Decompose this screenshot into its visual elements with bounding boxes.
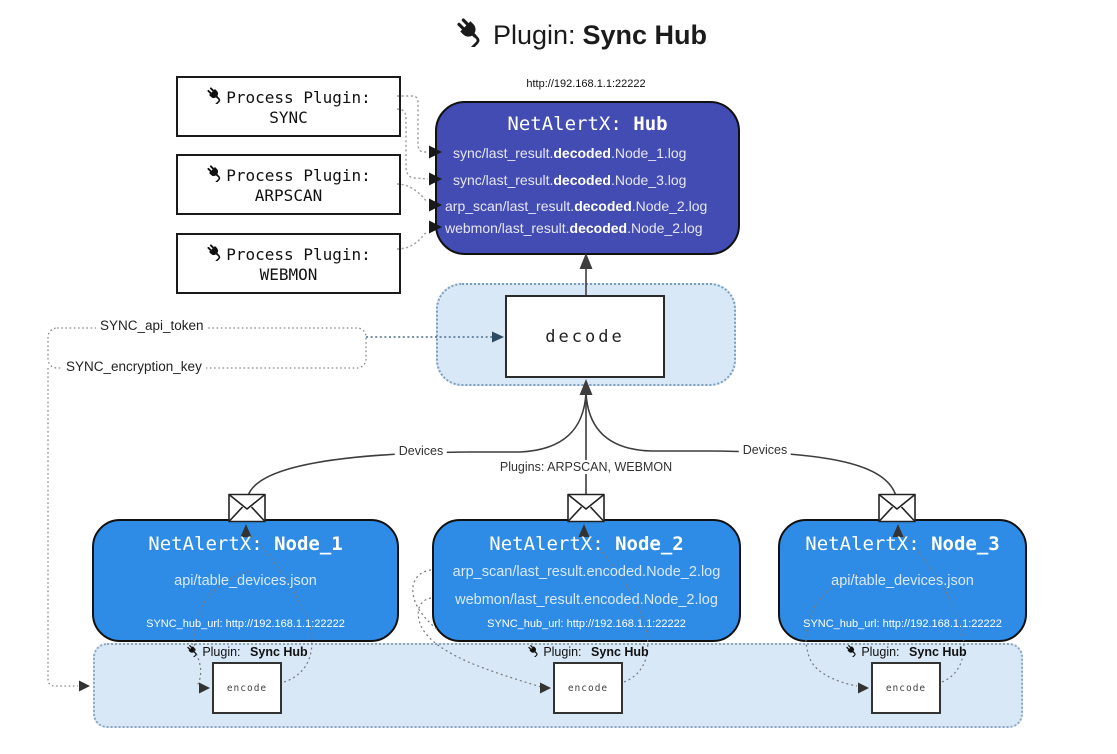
node-title: NetAlertX: Node_3 — [805, 533, 1000, 555]
plug-icon — [206, 243, 224, 265]
encode-box: encode — [871, 662, 941, 714]
node-2-box: NetAlertX: Node_2 arp_scan/last_result.e… — [432, 519, 741, 642]
envelope-icon — [228, 493, 266, 523]
process-plugin-name: ARPSCAN — [254, 186, 323, 205]
plugin-connectors — [396, 95, 429, 250]
encoder-plugin-label: Plugin: Sync Hub — [186, 644, 308, 660]
node-file: webmon/last_result.encoded.Node_2.log — [455, 592, 718, 608]
process-plugin-label: Process Plugin: — [226, 244, 371, 264]
process-plugin-box-webmon: Process Plugin: WEBMON — [176, 233, 401, 294]
plug-icon — [186, 644, 199, 660]
process-plugin-box-arpscan: Process Plugin: ARPSCAN — [176, 154, 401, 215]
node-3-box: NetAlertX: Node_3 api/table_devices.json… — [778, 519, 1027, 642]
edge-label-devices-left: Devices — [394, 444, 448, 458]
node-1-box: NetAlertX: Node_1 api/table_devices.json… — [92, 519, 399, 642]
hub-title: NetAlertX: Hub — [437, 113, 738, 135]
sync-api-token-label: SYNC_api_token — [96, 318, 208, 333]
node-file: arp_scan/last_result.encoded.Node_2.log — [452, 564, 721, 580]
sync-encryption-key-label: SYNC_encryption_key — [62, 359, 206, 374]
process-plugin-name: WEBMON — [259, 265, 318, 284]
hub-log-line: sync/last_result.decoded.Node_3.log — [453, 172, 687, 188]
node-hub-url: SYNC_hub_url: http://192.168.1.1:22222 — [146, 618, 345, 630]
encoder-plugin-label: Plugin: Sync Hub — [845, 644, 967, 660]
hub-title-name: Hub — [633, 113, 668, 135]
fan-connectors — [247, 392, 897, 497]
hub-box: NetAlertX: Hub sync/last_result.decoded.… — [435, 101, 740, 255]
envelope-icon — [878, 493, 916, 523]
node-title: NetAlertX: Node_2 — [489, 533, 684, 555]
envelope-icon — [567, 493, 605, 523]
plug-icon — [527, 644, 540, 660]
process-plugin-label: Process Plugin: — [226, 165, 371, 185]
plug-icon — [206, 86, 224, 108]
encoder-plugin-label: Plugin: Sync Hub — [527, 644, 649, 660]
decode-box: decode — [505, 295, 665, 378]
node-title: NetAlertX: Node_1 — [148, 533, 343, 555]
encode-box: encode — [212, 662, 282, 714]
node-hub-url: SYNC_hub_url: http://192.168.1.1:22222 — [487, 618, 686, 630]
diagram-title-name: Sync Hub — [582, 19, 708, 50]
edge-label-devices-right: Devices — [738, 443, 792, 457]
hub-log-line: arp_scan/last_result.decoded.Node_2.log — [445, 198, 708, 214]
node-file: api/table_devices.json — [831, 573, 974, 589]
diagram-title: Plugin: Sync Hub — [455, 16, 707, 54]
hub-log-line: sync/last_result.decoded.Node_1.log — [453, 145, 687, 161]
plug-icon — [845, 644, 858, 660]
node-file: api/table_devices.json — [174, 573, 317, 589]
process-plugin-label: Process Plugin: — [226, 87, 371, 107]
process-plugin-name: SYNC — [269, 108, 308, 127]
plug-icon — [455, 16, 486, 54]
node-hub-url: SYNC_hub_url: http://192.168.1.1:22222 — [803, 618, 1002, 630]
arrow-into-hub — [579, 253, 593, 269]
plug-icon — [206, 164, 224, 186]
edge-label-plugins: Plugins: ARPSCAN, WEBMON — [495, 460, 677, 474]
hub-log-line: webmon/last_result.decoded.Node_2.log — [445, 220, 703, 236]
process-plugin-box-sync: Process Plugin: SYNC — [176, 76, 401, 137]
hub-url-label: http://192.168.1.1:22222 — [526, 78, 646, 90]
diagram-title-prefix: Plugin: — [492, 19, 576, 50]
encode-box: encode — [553, 662, 623, 714]
hub-title-prefix: NetAlertX: — [507, 113, 622, 135]
